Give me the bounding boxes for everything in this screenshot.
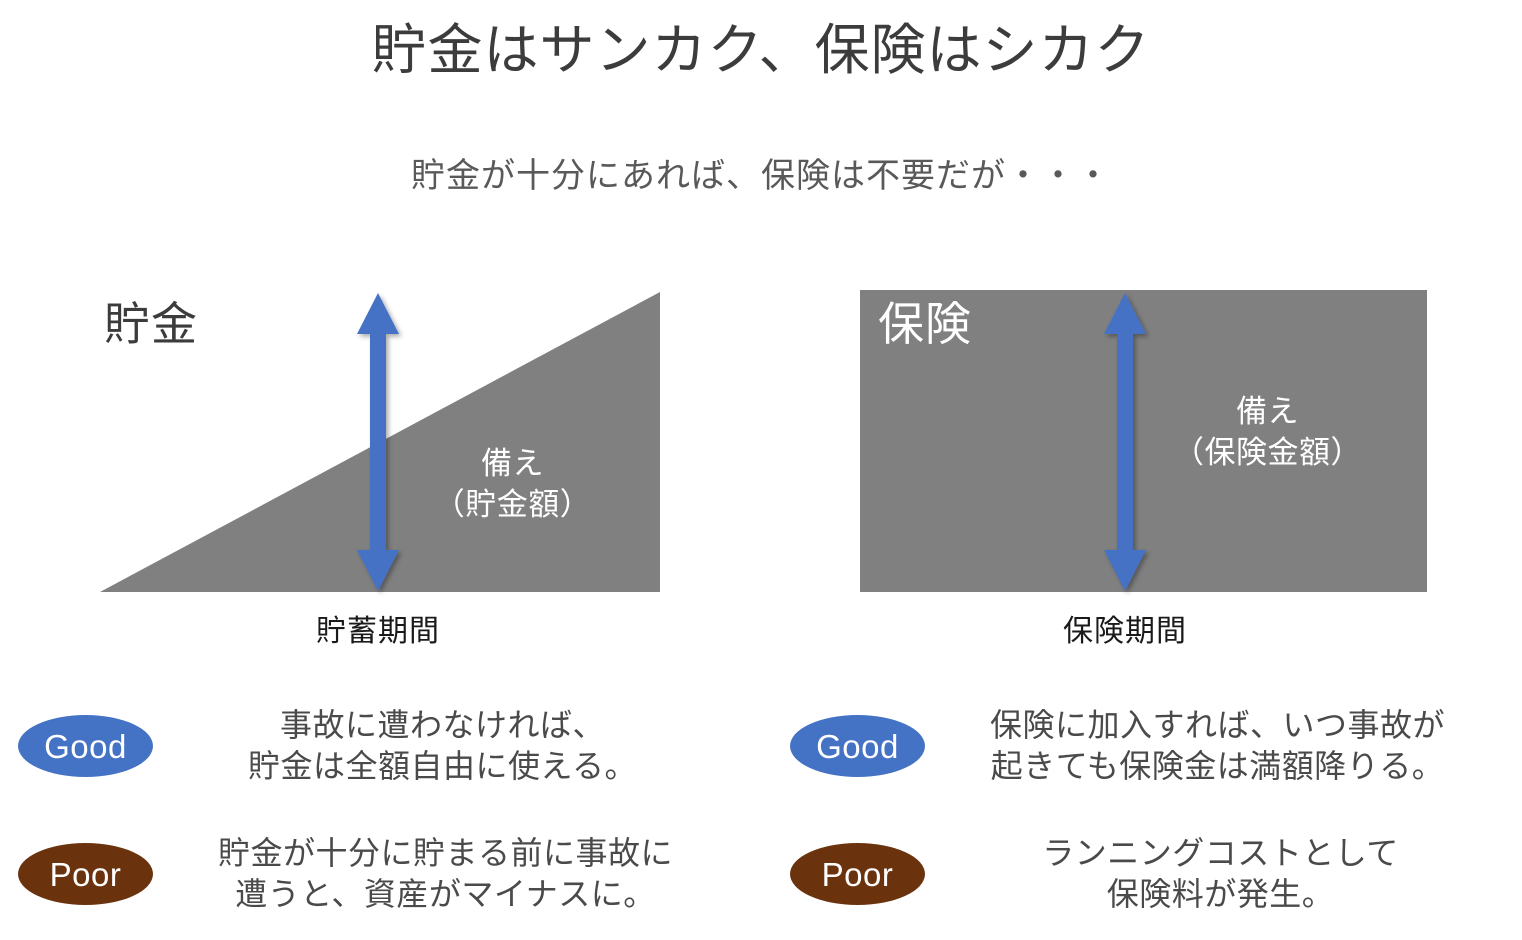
savings-good-badge: Good	[18, 715, 153, 777]
insurance-good-text: 保険に加入すれば、いつ事故が 起きても保険金は満額降りる。	[989, 707, 1445, 784]
savings-poor-badge: Poor	[18, 843, 153, 905]
savings-diagram-panel: triangle	[0, 275, 740, 665]
savings-amount-label-line2: （貯金額）	[433, 487, 592, 522]
savings-heading: 貯金	[104, 298, 198, 350]
insurance-axis-label: 保険期間	[1063, 615, 1187, 648]
insurance-heading: 保険	[878, 298, 972, 350]
savings-poor-note: Poor 貯金が十分に貯まる前に事故に 遭うと、資産がマイナスに。	[18, 828, 728, 920]
savings-triangle-graphic	[100, 292, 660, 592]
insurance-amount-label-line1: 備え	[1236, 394, 1299, 429]
insurance-amount-label-line2: （保険金額）	[1173, 435, 1362, 470]
insurance-poor-text: ランニングコストとして 保険料が発生。	[1042, 835, 1399, 912]
savings-amount-label: 備え （貯金額）	[405, 443, 620, 525]
savings-poor-text: 貯金が十分に貯まる前に事故に 遭うと、資産がマイナスに。	[217, 835, 673, 912]
savings-double-arrow	[357, 293, 399, 591]
savings-good-note: Good 事故に遭わなければ、 貯金は全額自由に使える。	[18, 700, 718, 792]
insurance-rectangle-graphic	[860, 290, 1427, 592]
slide-subtitle: 貯金が十分にあれば、保険は不要だが・・・	[411, 157, 1111, 195]
savings-axis-label: 貯蓄期間	[316, 615, 440, 648]
insurance-diagram-panel: rectangle	[780, 275, 1522, 665]
insurance-good-badge: Good	[790, 715, 925, 777]
insurance-poor-badge: Poor	[790, 843, 925, 905]
insurance-amount-label: 備え （保険金額）	[1150, 391, 1385, 473]
slide-title: 貯金はサンカク、保険はシカク	[371, 19, 1151, 81]
insurance-good-note: Good 保険に加入すれば、いつ事故が 起きても保険金は満額降りる。	[790, 700, 1502, 792]
savings-good-text: 事故に遭わなければ、 貯金は全額自由に使える。	[247, 707, 638, 784]
savings-amount-label-line1: 備え	[481, 446, 544, 481]
insurance-double-arrow	[1104, 293, 1146, 591]
insurance-poor-note: Poor ランニングコストとして 保険料が発生。	[790, 828, 1502, 920]
insurance-rectangle-shape	[860, 290, 1427, 592]
